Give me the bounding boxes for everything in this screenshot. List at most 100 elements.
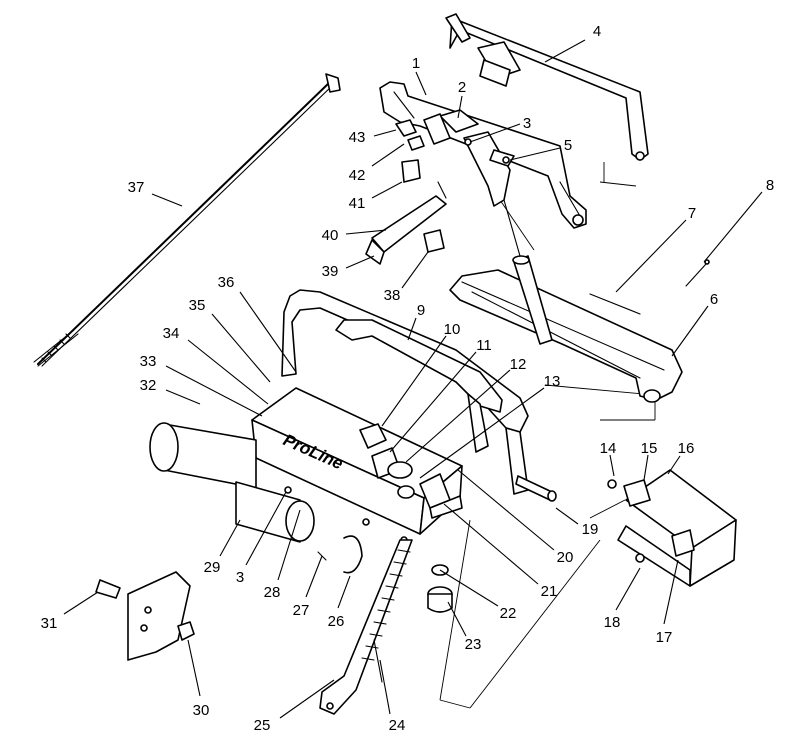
leader-line-35 xyxy=(211,313,271,383)
leader-line-24 xyxy=(379,659,391,715)
leader-line-17 xyxy=(663,559,679,625)
leader-line-32 xyxy=(165,389,201,405)
cylinder-housing xyxy=(149,422,315,543)
leader-line-12 xyxy=(405,369,511,463)
knob-assembly xyxy=(427,564,453,613)
callout-number-24: 24 xyxy=(389,717,406,734)
leader-line-5 xyxy=(509,147,561,161)
leader-line-28 xyxy=(277,509,301,581)
leader-line-10 xyxy=(381,335,447,427)
callout-number-25: 25 xyxy=(254,717,271,734)
leader-line-40 xyxy=(345,229,387,235)
callout-number-39: 39 xyxy=(322,263,339,280)
callout-number-4: 4 xyxy=(593,23,601,40)
leader-line-30 xyxy=(187,639,201,697)
leader-line-13 xyxy=(419,387,545,479)
callout-number-22: 22 xyxy=(500,605,517,622)
leader-line-36 xyxy=(239,291,297,373)
callout-number-30: 30 xyxy=(193,702,210,719)
hose-clamp xyxy=(317,535,363,574)
callout-number-42: 42 xyxy=(349,167,366,184)
leader-line-38 xyxy=(401,251,429,289)
callout-number-29: 29 xyxy=(204,559,221,576)
pivot-pin xyxy=(515,475,557,502)
callout-number-3: 3 xyxy=(523,115,531,132)
leader-line-34 xyxy=(187,339,269,405)
leader-line-15 xyxy=(643,454,649,481)
callout-number-32: 32 xyxy=(140,377,157,394)
leader-line-43 xyxy=(373,129,397,137)
callout-number-41: 41 xyxy=(349,195,366,212)
leader-line-41 xyxy=(371,181,403,199)
leader-line-3 xyxy=(469,123,521,143)
leader-line-19 xyxy=(555,507,579,525)
callout-number-17: 17 xyxy=(656,629,673,646)
leader-line-21 xyxy=(443,503,539,585)
callout-number-1: 1 xyxy=(412,55,420,72)
leader-line-31 xyxy=(63,591,99,615)
callout-number-15: 15 xyxy=(641,440,658,457)
callout-number-19: 19 xyxy=(582,521,599,538)
assembly-guide-lines xyxy=(439,162,656,709)
callout-number-43: 43 xyxy=(349,129,366,146)
threaded-control-rod xyxy=(33,73,341,367)
callout-number-7: 7 xyxy=(688,205,696,222)
callout-number-6: 6 xyxy=(710,291,718,308)
adjustment-arm xyxy=(319,539,413,715)
lever-bracket-assembly xyxy=(439,109,521,257)
callout-number-12: 12 xyxy=(510,356,527,373)
callout-number-9: 9 xyxy=(417,302,425,319)
leader-line-20 xyxy=(457,469,555,551)
callout-number-27: 27 xyxy=(293,602,310,619)
leader-line-4 xyxy=(544,39,586,63)
callout-number-14: 14 xyxy=(600,440,617,457)
callout-number-34: 34 xyxy=(163,325,180,342)
leader-line-27 xyxy=(305,555,323,598)
callout-number-13: 13 xyxy=(544,373,561,390)
callout-number-37: 37 xyxy=(128,179,145,196)
lower-u-handle xyxy=(449,255,683,403)
callout-number-38: 38 xyxy=(384,287,401,304)
leader-line-16 xyxy=(667,455,681,475)
leader-line-26 xyxy=(337,575,351,609)
leader-line-7 xyxy=(615,219,687,293)
callout-number-31: 31 xyxy=(41,615,58,632)
leader-line-25 xyxy=(279,679,335,719)
leader-line-22 xyxy=(439,569,499,607)
callout-number-40: 40 xyxy=(322,227,339,244)
leader-line-8 xyxy=(703,191,763,263)
callout-number-10: 10 xyxy=(444,321,461,338)
callout-number-35: 35 xyxy=(189,297,206,314)
upper-handle-bar xyxy=(445,13,649,161)
callout-number-2: 2 xyxy=(458,79,466,96)
side-bracket-plate xyxy=(95,571,195,661)
leader-line-6 xyxy=(671,305,709,357)
callout-number-28: 28 xyxy=(264,584,281,601)
leader-line-9 xyxy=(407,317,417,341)
leader-line-1 xyxy=(415,71,427,96)
small-hardware-cluster xyxy=(365,113,451,265)
leader-line-11 xyxy=(389,351,477,453)
leader-line-29 xyxy=(219,519,241,557)
leader-line-2 xyxy=(457,95,463,119)
console-controls xyxy=(359,423,463,519)
callout-number-23: 23 xyxy=(465,636,482,653)
pin-and-rod xyxy=(589,259,710,315)
callout-number-5: 5 xyxy=(564,137,572,154)
callout-number-8: 8 xyxy=(766,177,774,194)
callout-number-3: 3 xyxy=(236,569,244,586)
callout-number-33: 33 xyxy=(140,353,157,370)
callout-number-11: 11 xyxy=(476,337,492,354)
leader-line-37 xyxy=(151,193,183,207)
callout-number-20: 20 xyxy=(557,549,574,566)
leader-line-18 xyxy=(615,567,641,611)
callout-number-36: 36 xyxy=(218,274,235,291)
callout-number-21: 21 xyxy=(541,583,558,600)
leader-line-42 xyxy=(371,143,405,167)
leader-line-33 xyxy=(165,365,263,417)
leader-line-3 xyxy=(245,491,287,566)
leader-line-23 xyxy=(447,601,467,637)
leader-line-14 xyxy=(609,454,615,477)
